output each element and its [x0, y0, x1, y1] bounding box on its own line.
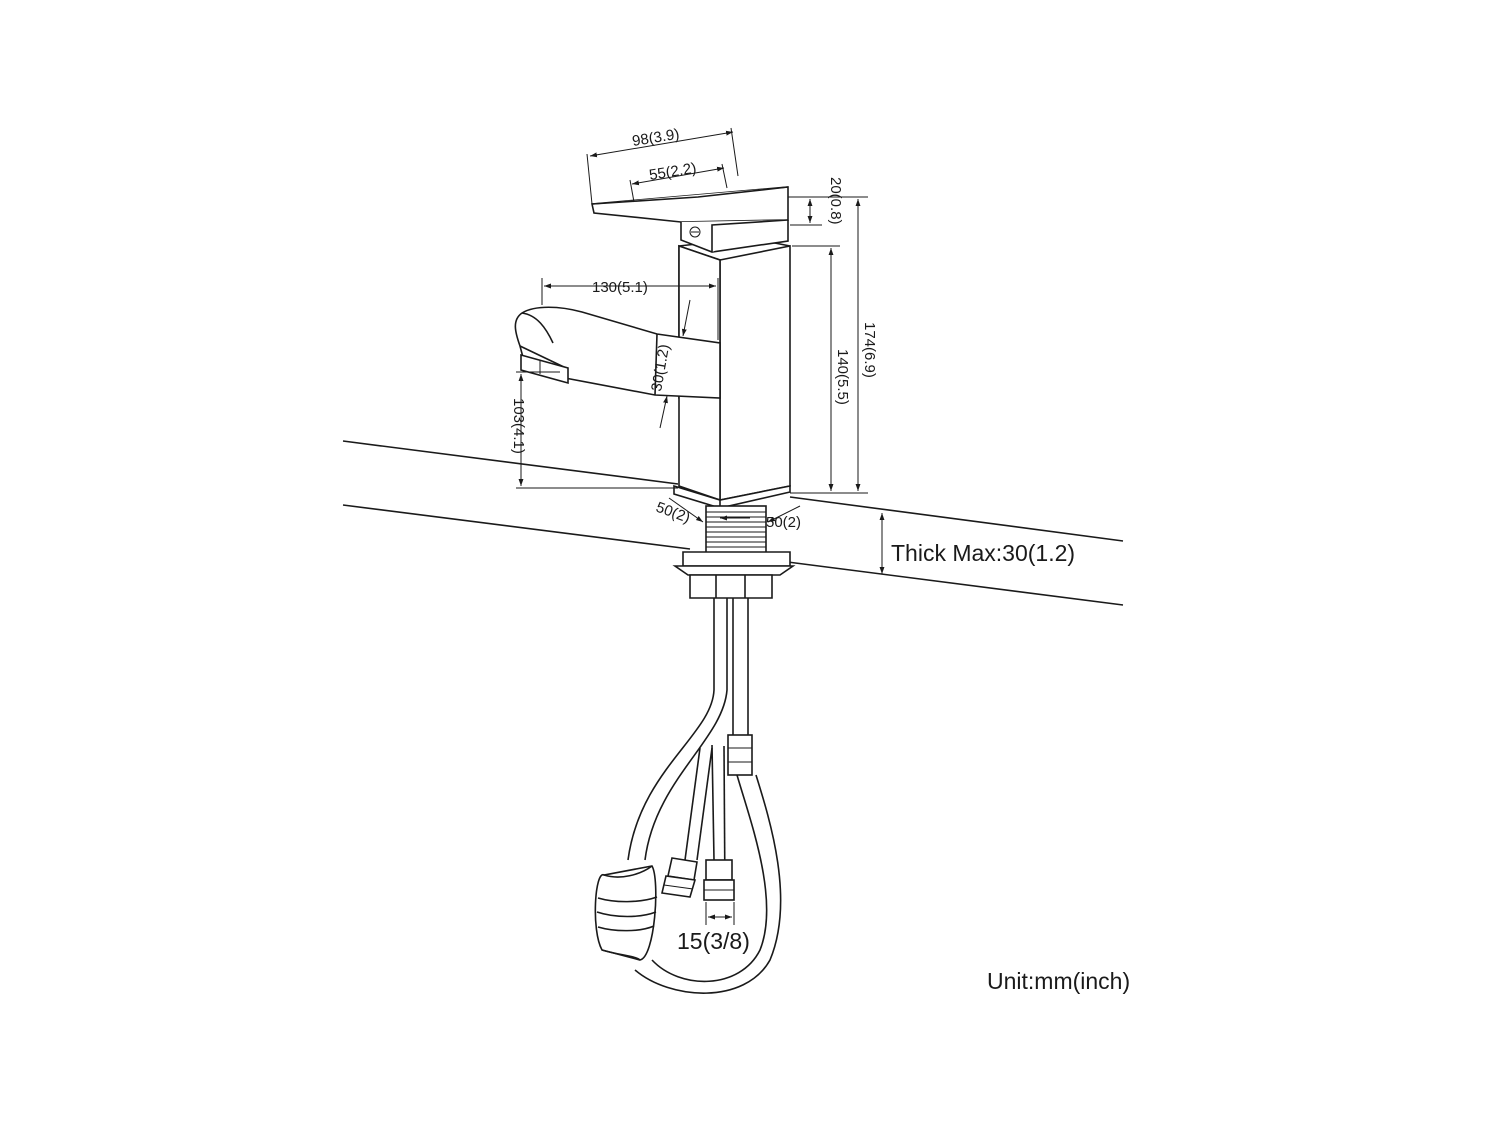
unit-note: Unit:mm(inch) [987, 968, 1130, 994]
supply-hoses [627, 598, 782, 994]
label-body-height: 140(5.5) [834, 349, 851, 405]
label-deck-thickness: Thick Max:30(1.2) [891, 540, 1075, 566]
handle-lever [591, 186, 789, 253]
label-handle-height: 20(0.8) [827, 177, 844, 225]
mounting-nut [672, 551, 796, 599]
label-handle-top-width: 55(2.2) [648, 160, 698, 184]
label-spout-height: 103(4.1) [510, 398, 527, 454]
spout [514, 306, 721, 399]
label-handle-total-width: 98(3.9) [631, 126, 681, 150]
dimension-lines [516, 127, 885, 925]
label-base-right: 50(2) [766, 514, 801, 531]
label-spout-reach: 130(5.1) [592, 279, 648, 296]
hose-weight [594, 865, 658, 961]
label-total-height: 174(6.9) [861, 322, 878, 378]
label-base-left: 50(2) [654, 499, 693, 527]
countertop [342, 440, 1124, 606]
hose-connectors [661, 857, 735, 901]
label-connector-size: 15(3/8) [677, 928, 750, 954]
